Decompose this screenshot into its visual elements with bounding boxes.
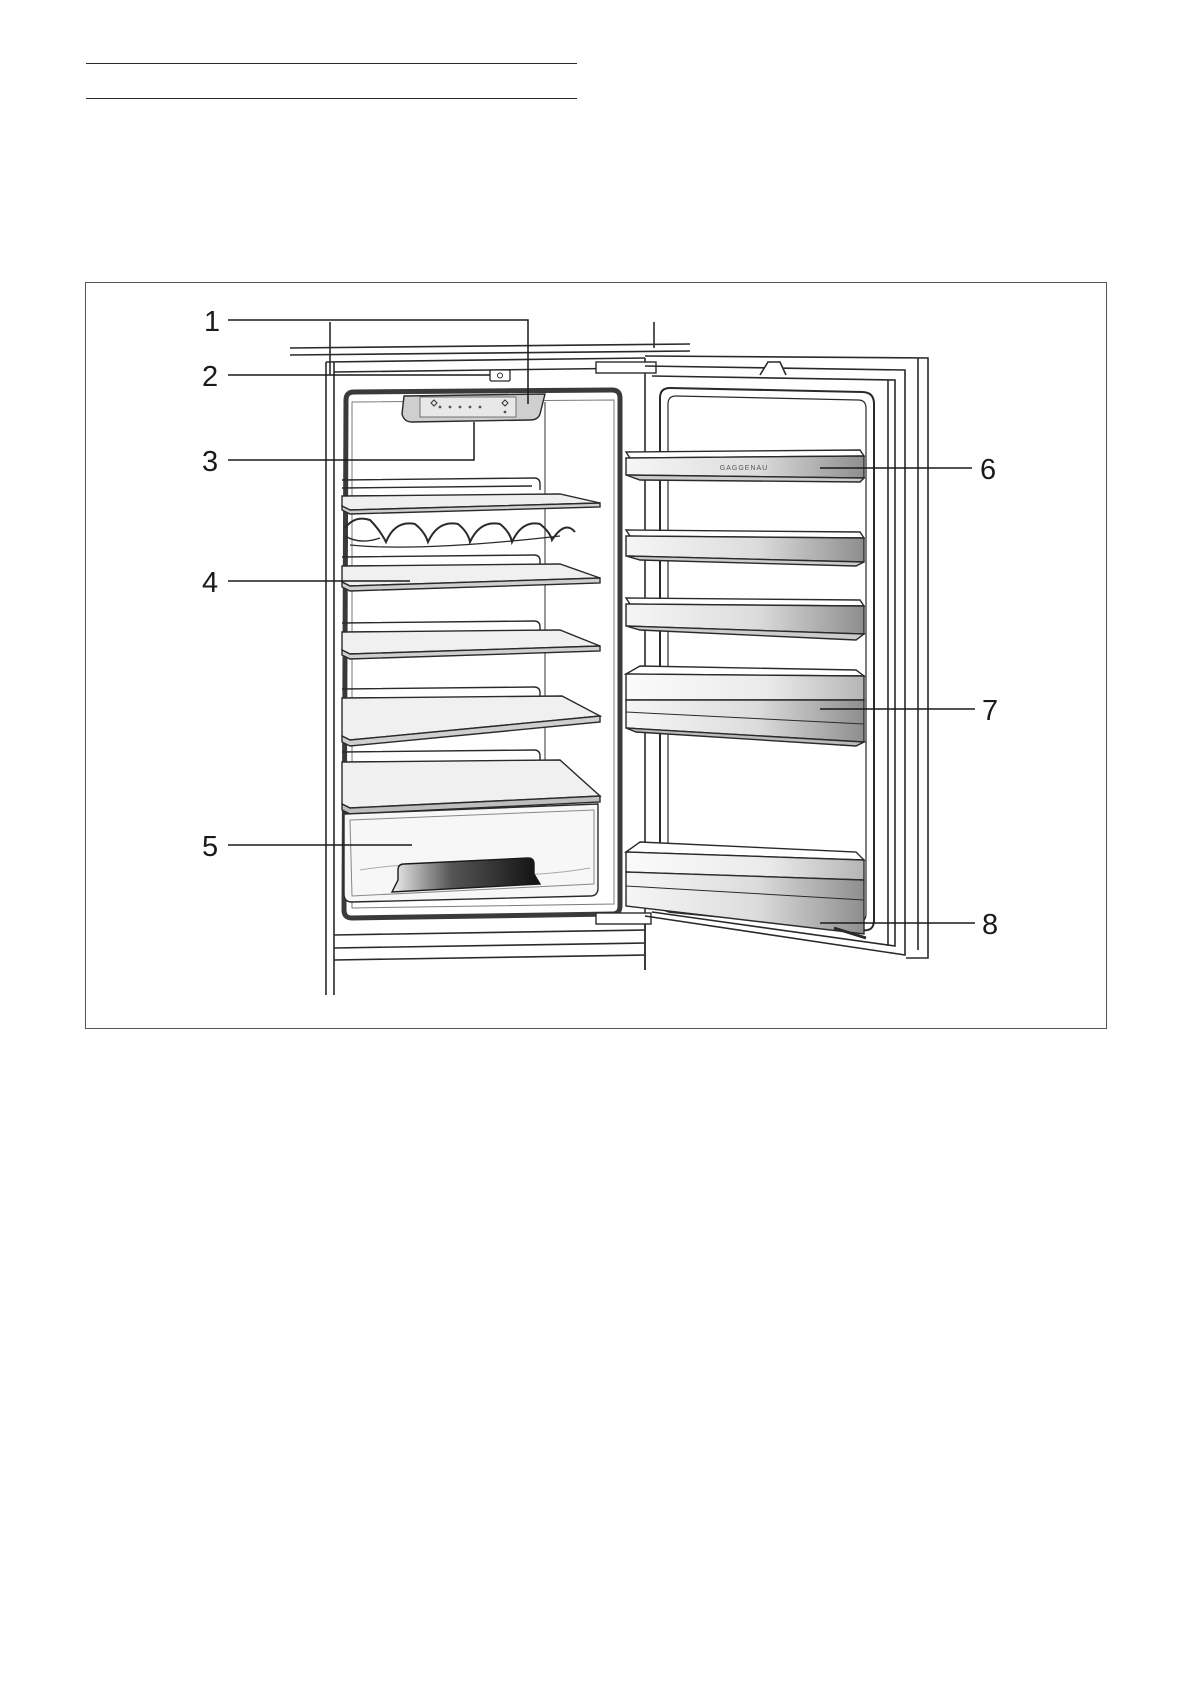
callout-7: 7 — [982, 695, 998, 727]
door-bin-middle — [626, 666, 864, 746]
top-hinge — [596, 362, 656, 373]
bottom-hinge — [596, 913, 651, 924]
wine-rack-shelf — [342, 478, 600, 547]
callout-5: 5 — [202, 831, 218, 863]
callout-1: 1 — [204, 306, 220, 338]
glass-shelf — [342, 621, 600, 659]
glass-shelf — [342, 687, 600, 746]
vegetable-drawer — [342, 750, 600, 902]
door-shelf — [626, 598, 864, 640]
glass-shelf — [342, 555, 600, 591]
door-shelf — [626, 530, 864, 566]
callout-6: 6 — [980, 454, 996, 486]
callout-3: 3 — [202, 446, 218, 478]
callout-8: 8 — [982, 909, 998, 941]
brand-label: GAGGENAU — [720, 465, 768, 472]
light-switch — [490, 370, 510, 381]
callout-4: 4 — [202, 567, 218, 599]
callout-2: 2 — [202, 361, 218, 393]
